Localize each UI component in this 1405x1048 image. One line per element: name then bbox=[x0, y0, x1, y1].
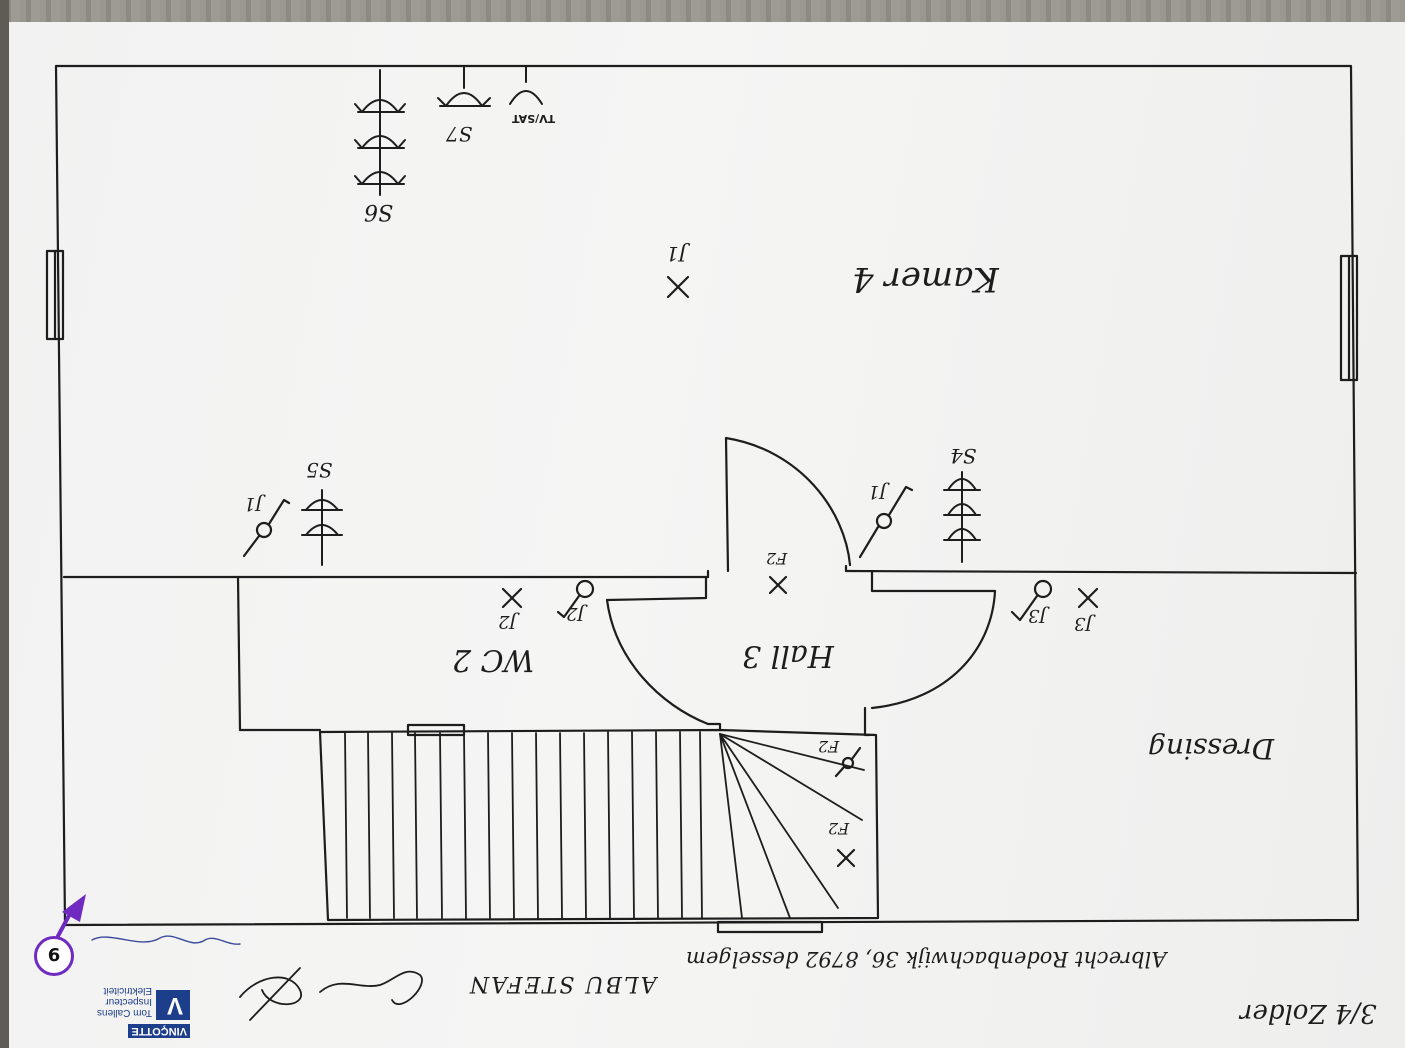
switch-j1-left bbox=[242, 498, 291, 558]
label-j3-switch: J3 bbox=[1028, 605, 1047, 626]
light-point-f2-stairs bbox=[836, 848, 856, 868]
label-j2-light: J2 bbox=[498, 611, 517, 632]
door-kamer bbox=[724, 436, 852, 573]
floor-title: 3/4 Zolder bbox=[1240, 998, 1377, 1028]
stamp-line-2: Inspecteur bbox=[105, 996, 152, 1007]
label-f2-switch: F2 bbox=[818, 737, 840, 756]
switch-j3 bbox=[1010, 579, 1053, 622]
signature-inspector bbox=[91, 935, 241, 945]
pointer-arrow bbox=[56, 894, 86, 938]
window-bottom bbox=[716, 920, 824, 934]
switch-j1-right bbox=[858, 485, 914, 559]
door-dressing bbox=[870, 589, 997, 710]
label-s4: S4 bbox=[950, 444, 977, 468]
switch-j2 bbox=[556, 579, 595, 619]
scan-top-edge bbox=[0, 0, 1405, 22]
room-label-dressing: Dressing bbox=[1148, 732, 1275, 765]
stamp-line-3: Elektriciteit bbox=[103, 985, 152, 996]
stamp-logo: V bbox=[156, 990, 190, 1020]
annotation-badge[interactable]: 6 bbox=[34, 936, 74, 976]
label-j1-switch-right: J1 bbox=[868, 481, 887, 502]
label-j1-light: J1 bbox=[666, 242, 687, 266]
socket-group-s4 bbox=[943, 471, 981, 563]
label-j2-switch: J2 bbox=[566, 603, 585, 624]
door-wc bbox=[605, 598, 710, 726]
light-point-f2-hall bbox=[768, 575, 788, 595]
tv-sat-outlet bbox=[509, 65, 543, 105]
light-point-j2 bbox=[501, 587, 523, 609]
socket-group-s5 bbox=[301, 489, 343, 566]
staircase bbox=[318, 728, 880, 922]
wc-wall bbox=[236, 575, 322, 732]
owner-name: ALBU STEFAN bbox=[468, 971, 657, 996]
label-j3-light: J3 bbox=[1074, 613, 1093, 634]
label-f2-stairs: F2 bbox=[828, 819, 850, 838]
label-s7: S7 bbox=[446, 122, 473, 146]
light-point-j3 bbox=[1077, 587, 1099, 609]
switch-f2 bbox=[834, 746, 862, 778]
room-label-hall: Hall 3 bbox=[742, 638, 834, 673]
inspection-stamp: VINÇOTTE V Tom Callens Inspecteur Elektr… bbox=[92, 958, 190, 1038]
outer-wall bbox=[54, 64, 1360, 927]
stamp-brand: VINÇOTTE bbox=[128, 1024, 190, 1038]
label-s6: S6 bbox=[364, 199, 394, 224]
partition-wall bbox=[62, 569, 1358, 579]
label-j1-switch-left: J1 bbox=[244, 493, 263, 514]
room-label-wc: WC 2 bbox=[452, 642, 535, 677]
label-tvsat: TV/SAT bbox=[512, 112, 556, 125]
socket-s7 bbox=[437, 65, 491, 107]
room-label-kamer: Kamer 4 bbox=[852, 259, 999, 299]
window-stair bbox=[406, 723, 466, 737]
stamp-line-1: Tom Callens bbox=[96, 1007, 152, 1018]
address-text: Albrecht Rodenbachwijk 36, 8792 desselge… bbox=[686, 947, 1167, 971]
scan-left-edge bbox=[0, 0, 9, 1048]
label-f2-hall: F2 bbox=[766, 549, 788, 568]
label-s5: S5 bbox=[306, 458, 333, 482]
light-point-j1 bbox=[666, 275, 690, 299]
signature-owner bbox=[239, 967, 423, 1021]
socket-group-s6 bbox=[354, 69, 406, 196]
